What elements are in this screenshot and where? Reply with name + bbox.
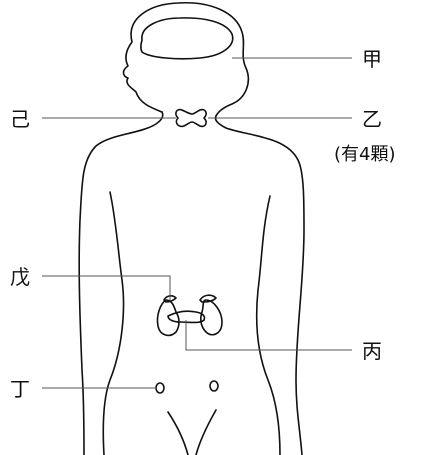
label-yi: 乙 [362,107,382,131]
head-outline [122,1,250,117]
label-jia: 甲 [362,47,382,71]
label-ding: 丁 [10,377,30,401]
label-bing: 丙 [362,339,382,363]
thyroid-gland [175,108,207,128]
leader-bing [185,320,352,351]
legs-outline [167,409,217,455]
label-ji: 己 [10,107,30,131]
neck-shoulder-outline [78,111,305,455]
left-adrenal [163,295,177,303]
right-adrenal [199,294,217,303]
right-ovary [209,380,219,392]
label-yi-note: (有4顆) [334,144,396,165]
pancreas [167,310,206,324]
brain-outline [140,17,234,60]
left-ovary [155,382,165,394]
label-wu: 戊 [10,265,30,289]
right-kidney [200,299,223,336]
left-kidney [156,299,180,337]
arm-inner-outline [102,191,281,455]
body-outline [78,1,305,455]
leader-wu [42,275,171,300]
